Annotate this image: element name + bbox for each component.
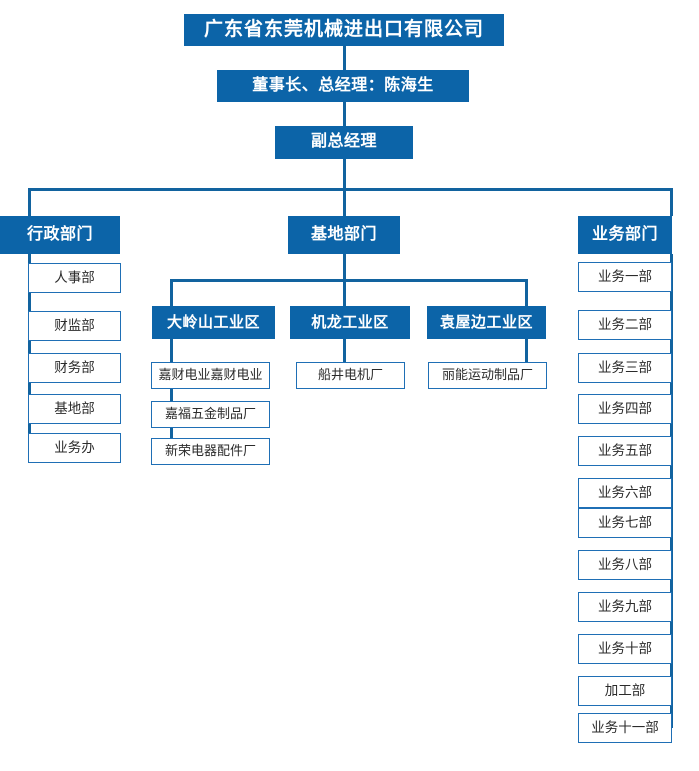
node-biz-9[interactable]: 业务九部 [578, 592, 672, 622]
node-biz-11[interactable]: 业务十一部 [578, 713, 672, 743]
node-zone-dalingshan[interactable]: 大岭山工业区 [152, 306, 275, 339]
node-plant-lineng[interactable]: 丽能运动制品厂 [428, 362, 547, 389]
node-dept-admin[interactable]: 行政部门 [0, 216, 120, 254]
node-zone-yuanwubian[interactable]: 袁屋边工业区 [427, 306, 546, 339]
node-plant-jiacai[interactable]: 嘉财电业嘉财电业 [151, 362, 270, 389]
node-admin-hr[interactable]: 人事部 [28, 263, 121, 293]
connector-zonebus-to-jilong [343, 279, 346, 306]
node-admin-base[interactable]: 基地部 [28, 394, 121, 424]
node-biz-3[interactable]: 业务三部 [578, 353, 672, 383]
connector-root-to-chairman [343, 46, 346, 70]
node-biz-2[interactable]: 业务二部 [578, 310, 672, 340]
node-zone-jilong[interactable]: 机龙工业区 [290, 306, 410, 339]
node-dept-base[interactable]: 基地部门 [288, 216, 400, 254]
node-biz-6[interactable]: 业务六部 [578, 478, 672, 508]
node-root-company[interactable]: 广东省东莞机械进出口有限公司 [184, 14, 504, 46]
node-admin-bizoffice[interactable]: 业务办 [28, 433, 121, 463]
connector-deputy-to-bus [343, 159, 346, 189]
connector-bus-to-base [343, 188, 346, 216]
connector-bus-to-admin [28, 188, 31, 216]
connector-jilong-to-plant [343, 339, 346, 363]
connector-zonebus-to-yuanwubian [525, 279, 528, 306]
node-admin-audit[interactable]: 财监部 [28, 311, 121, 341]
connector-bus-to-business [670, 188, 673, 216]
connector-chairman-to-deputy [343, 102, 346, 126]
connector-base-to-zonebus [343, 254, 346, 280]
connector-zone-bus [170, 279, 528, 282]
node-dept-business[interactable]: 业务部门 [578, 216, 672, 254]
connector-yuanwubian-to-plant [525, 339, 528, 363]
node-biz-4[interactable]: 业务四部 [578, 394, 672, 424]
node-deputy-gm[interactable]: 副总经理 [275, 126, 413, 159]
node-biz-10[interactable]: 业务十部 [578, 634, 672, 664]
connector-main-bus [28, 188, 673, 191]
node-plant-xinrong[interactable]: 新荣电器配件厂 [151, 438, 270, 465]
node-admin-finance[interactable]: 财务部 [28, 353, 121, 383]
node-biz-7[interactable]: 业务七部 [578, 508, 672, 538]
connector-dalingshan-spine [170, 339, 173, 460]
node-biz-processing[interactable]: 加工部 [578, 676, 672, 706]
connector-zonebus-to-daling [170, 279, 173, 306]
node-biz-1[interactable]: 业务一部 [578, 262, 672, 292]
node-biz-8[interactable]: 业务八部 [578, 550, 672, 580]
node-chairman-gm[interactable]: 董事长、总经理：陈海生 [217, 70, 469, 102]
node-plant-chuanjing[interactable]: 船井电机厂 [296, 362, 405, 389]
node-plant-jiafu[interactable]: 嘉福五金制品厂 [151, 401, 270, 428]
node-biz-5[interactable]: 业务五部 [578, 436, 672, 466]
